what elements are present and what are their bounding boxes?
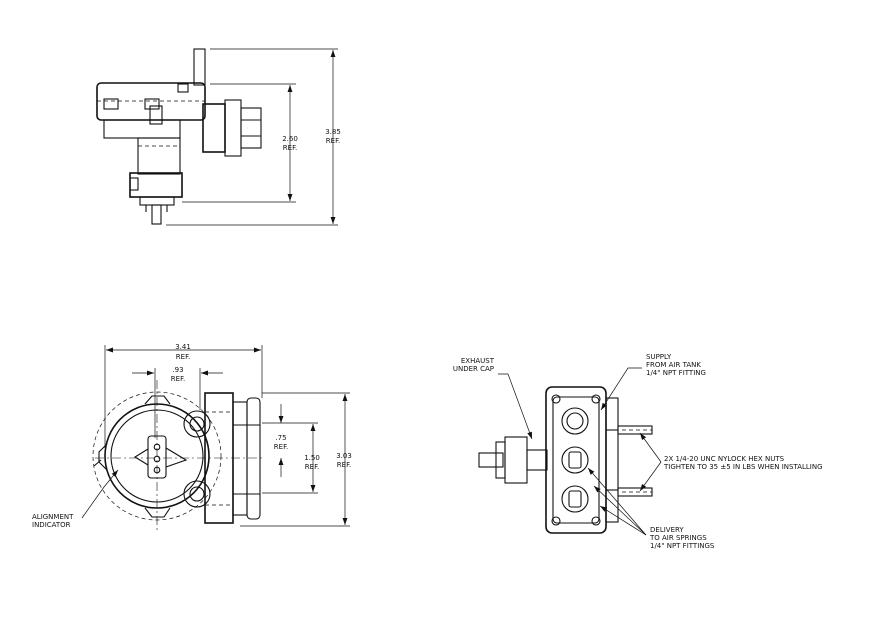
side-view [478, 367, 662, 536]
dim-0-93-value: .93 [172, 366, 183, 374]
nuts-label-line2: TIGHTEN TO 35 ±5 IN LBS WHEN INSTALLING [663, 463, 823, 471]
alignment-label-line1: ALIGNMENT [32, 513, 74, 521]
dim-2-60-ref: REF. [283, 144, 297, 152]
dim-1-50-value: 1.50 [304, 454, 320, 462]
supply-label-line3: 1/4" NPT FITTING [646, 369, 706, 377]
dim-0-75-value: .75 [275, 434, 286, 442]
front-view [81, 345, 350, 530]
dim-3-03-ref: REF. [337, 461, 351, 469]
dim-3-85-value: 3.85 [325, 128, 341, 136]
nuts-label-line1: 2X 1/4-20 UNC NYLOCK HEX NUTS [664, 455, 785, 463]
delivery-label-line1: DELIVERY [650, 526, 684, 534]
delivery-label-line2: TO AIR SPRINGS [649, 534, 707, 542]
dim-3-85-ref: REF. [326, 137, 340, 145]
exhaust-label-line2: UNDER CAP [453, 365, 494, 373]
dim-3-41-ref: REF. [176, 353, 190, 361]
dim-1-50-ref: REF. [305, 463, 319, 471]
supply-label-line1: SUPPLY [646, 353, 672, 361]
delivery-label-line3: 1/4" NPT FITTINGS [650, 542, 715, 550]
dim-3-41-value: 3.41 [175, 343, 191, 351]
dim-0-93-ref: REF. [171, 375, 185, 383]
supply-label-line2: FROM AIR TANK [646, 361, 701, 369]
alignment-label-line2: INDICATOR [32, 521, 71, 529]
top-view [96, 48, 338, 226]
dim-3-03-value: 3.03 [336, 452, 352, 460]
dim-0-75-ref: REF. [274, 443, 288, 451]
exhaust-label-line1: EXHAUST [461, 357, 495, 365]
dim-2-60-value: 2.60 [282, 135, 298, 143]
